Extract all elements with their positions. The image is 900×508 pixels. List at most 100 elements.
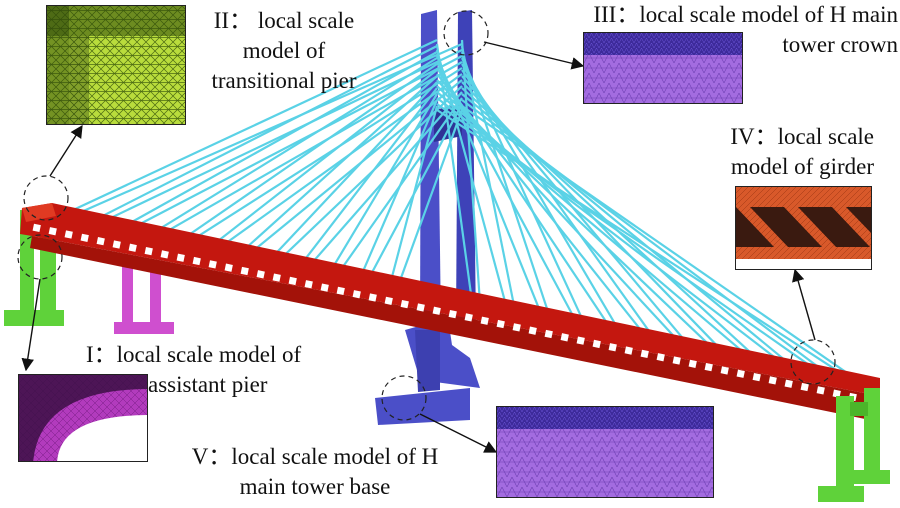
stay-cable [59,39,438,218]
stay-cable [329,93,438,273]
truss-opening [368,293,377,302]
callout-circles [17,10,836,421]
truss-opening [208,260,217,269]
stay-cable [358,99,439,279]
callout-circle-tower-base [381,375,427,421]
truss-opening [112,240,121,249]
stay-cable [179,63,438,242]
callout-circle-transitional-pier [23,175,69,221]
label-iv: IV：local scale model of girder [688,122,874,182]
inset-i-assistant-pier-mesh [18,374,148,462]
label-i-line-2: assistant pier [148,372,268,397]
truss-opening [560,333,569,342]
label-iv-line-2: model of girder [730,154,874,179]
truss-opening [352,290,361,299]
right-transitional-pier [818,388,890,502]
stay-cable [209,69,438,249]
truss-opening [576,336,585,345]
arrow-to-inset-v [419,413,498,453]
truss-opening [192,256,201,266]
truss-opening [752,372,761,382]
truss-opening [64,230,73,239]
truss-opening [304,280,313,289]
stay-cable [436,103,823,375]
truss-opening [592,339,601,349]
arrow-to-inset-iv [792,268,816,341]
truss-opening [768,376,777,385]
stay-cable [461,93,796,370]
stay-cable [149,57,438,236]
truss-opening [672,356,681,365]
truss-opening [48,227,57,236]
truss-opening [432,306,441,315]
stay-cable [67,42,463,219]
left-transitional-pier [4,210,64,326]
arrow-to-inset-ii [49,124,83,177]
truss-opening [400,300,409,309]
label-iii: III：local scale model of H main tower cr… [514,0,898,60]
label-v-line-1: V：local scale model of H [191,444,439,469]
inset-v-tower-base-mesh [496,406,714,498]
mesh-purple-icon [584,33,742,103]
stay-cable [89,45,438,224]
truss-opening [656,353,665,362]
stay-cable [461,105,861,383]
stay-cable [436,91,753,361]
truss-opening [416,303,425,312]
truss-opening [784,379,793,388]
label-iii-line-1: III：local scale model of H main [593,2,898,27]
truss-opening [480,316,489,325]
stay-cable [269,81,438,261]
label-ii-line-3: transitional pier [211,68,357,93]
truss-opening [448,309,457,319]
truss-opening [176,253,185,262]
truss-opening [224,263,233,272]
truss-opening [704,363,713,372]
label-ii: II： local scale model of transitional pi… [200,6,368,96]
callout-circle-assistant-pier [17,234,63,280]
stay-cable [187,67,463,244]
steel-truss-girder [20,203,880,420]
label-ii-line-2: model of [242,38,326,63]
girder-truss-openings [32,223,857,402]
truss-opening [464,313,473,322]
label-i: I：local scale model of assistant pier [86,340,301,400]
stay-cable [119,51,438,230]
stay-cable [388,105,439,285]
truss-opening [800,382,809,392]
truss-opening [272,273,281,282]
truss-opening [512,323,521,332]
truss-opening [320,283,329,292]
truss-opening [256,270,265,279]
leader-arrows [21,41,816,453]
inset-iii-tower-crown-mesh [583,32,743,104]
truss-opening [832,389,841,398]
stay-cable [217,73,463,250]
truss-opening [496,319,505,329]
truss-opening [720,366,729,375]
arrow-to-inset-iii [483,41,585,70]
label-v-line-2: main tower base [239,474,391,499]
truss-opening [688,359,697,368]
callout-circle-girder [790,339,836,385]
stay-cable [239,75,438,255]
mesh-green-icon [47,6,185,124]
truss-opening [240,266,249,276]
truss-opening [528,326,537,335]
truss-opening [336,286,345,296]
label-iv-line-1: IV：local scale [730,124,874,149]
mesh-purple-base-icon [497,407,713,497]
label-i-line-1: I：local scale model of [86,342,302,367]
label-ii-line-1: II： local scale [213,8,355,33]
arrow-to-inset-i [21,278,41,372]
stay-cable [436,97,788,368]
truss-opening [624,346,633,355]
truss-opening [128,243,137,252]
stay-cable [247,79,463,256]
mesh-orange-icon [736,187,871,269]
truss-opening [544,329,553,339]
truss-opening [144,246,153,256]
truss-opening [32,223,41,233]
